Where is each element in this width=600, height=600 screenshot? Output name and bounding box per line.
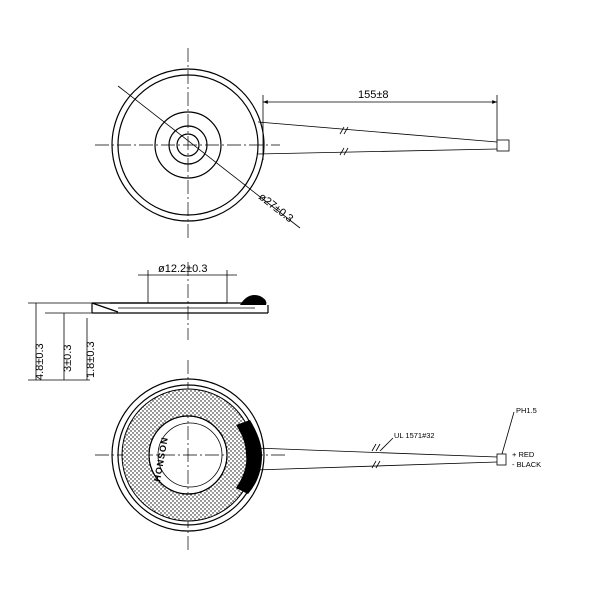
top-inner-rim — [117, 74, 259, 216]
outer-diameter-label: ø27±0.3 — [256, 191, 295, 225]
rim-height-label: 1.8±0.3 — [85, 341, 97, 378]
bottom-view: HONSON UL 1571#32 PH1.5 + RED - BLACK — [95, 360, 541, 550]
connector-label: PH1.5 — [516, 406, 537, 415]
bottom-wire-upper — [254, 447, 498, 458]
top-wire-upper — [257, 121, 498, 143]
bottom-wire-lower — [254, 461, 498, 471]
side-view: ø12.2±0.3 4.8±0.3 3±0.3 1.8±0.3 — [28, 262, 269, 381]
top-cone-edge — [154, 111, 222, 179]
bottom-magnet-inner — [157, 422, 223, 488]
solder-blob — [240, 295, 267, 305]
outer-diameter-leader — [117, 85, 301, 229]
frame-height-label: 3±0.3 — [62, 345, 74, 372]
top-wire-lower — [257, 148, 498, 155]
top-wire-break-mark-upper — [339, 126, 349, 135]
bottom-magnet — [148, 415, 228, 495]
solder-pad — [236, 420, 262, 494]
bottom-connector — [496, 453, 507, 466]
frame-slope-left — [91, 302, 119, 313]
wire-spec-label: UL 1571#32 — [394, 431, 435, 440]
connector-leader — [501, 411, 515, 455]
top-view: ø27±0.3 155±8 — [95, 48, 510, 240]
brand-text: HONSON — [152, 436, 170, 483]
positive-wire-label: + RED — [512, 450, 535, 459]
total-height-label: 4.8±0.3 — [34, 343, 46, 380]
cone-diameter-label: ø12.2±0.3 — [158, 263, 207, 275]
top-wire-break-mark-lower — [339, 147, 349, 156]
bottom-wire-break-mark-upper — [371, 443, 381, 452]
top-dome-ring — [168, 125, 208, 165]
bottom-wire-break-mark-lower — [371, 460, 381, 469]
top-dome-center — [176, 133, 200, 157]
top-outer-rim — [111, 68, 265, 222]
wire-spec-leader — [379, 437, 394, 452]
negative-wire-label: - BLACK — [512, 460, 541, 469]
top-connector — [496, 139, 510, 152]
cable-length-label: 155±8 — [358, 89, 389, 101]
bottom-outer-rim — [111, 378, 265, 532]
